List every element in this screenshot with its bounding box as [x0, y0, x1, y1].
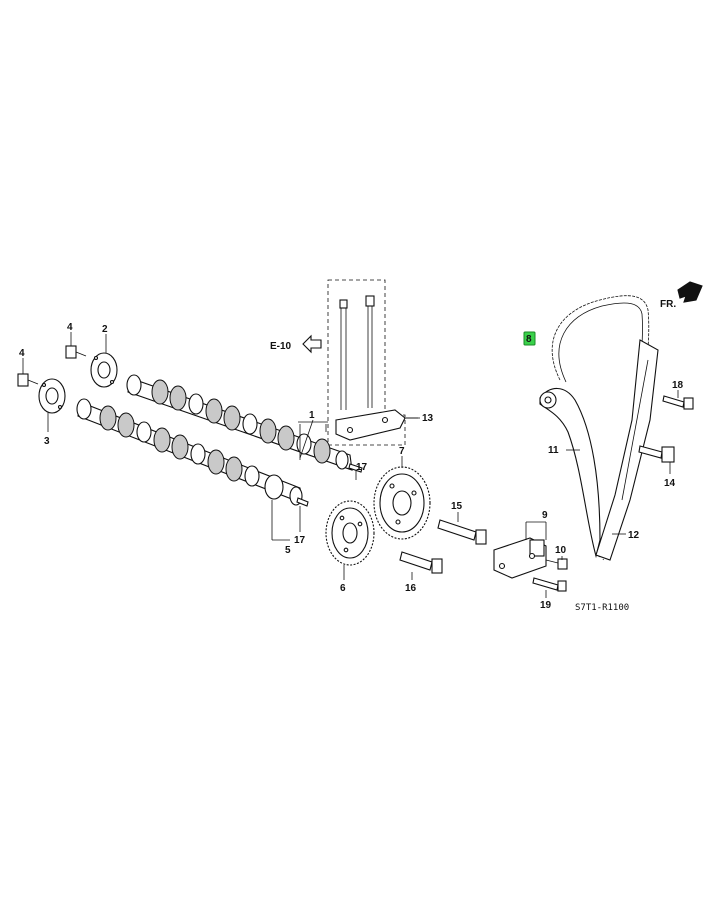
callout-17-lower: 17 [294, 535, 306, 546]
callout-14: 14 [664, 478, 676, 489]
front-direction-arrow: FR. [660, 281, 703, 310]
chain-tensioner [493, 537, 547, 579]
callout-8: 8 [526, 334, 532, 345]
callout-16: 16 [405, 583, 417, 594]
callout-17-upper: 17 [356, 462, 368, 473]
callout-4-upper: 4 [67, 322, 73, 333]
pulser-plate-upper [90, 352, 118, 388]
callout-18: 18 [672, 380, 684, 391]
direction-label: FR. [660, 299, 676, 310]
camshaft-upper [126, 374, 353, 471]
callout-7: 7 [399, 446, 405, 457]
bolt-16 [399, 551, 443, 574]
callout-19: 19 [540, 600, 552, 611]
callout-9: 9 [542, 510, 548, 521]
callout-2: 2 [102, 324, 108, 335]
callout-6: 6 [340, 583, 346, 594]
callout-13: 13 [422, 413, 434, 424]
callout-8-highlight [523, 331, 536, 346]
bolt-upper-left [65, 345, 87, 359]
vtc-actuator-sprocket [373, 466, 431, 540]
chain-guide [595, 339, 659, 561]
exhaust-sprocket [325, 500, 375, 566]
callout-5: 5 [285, 545, 291, 556]
bolt-19 [532, 577, 567, 592]
callout-15: 15 [451, 501, 463, 512]
dowel-pins [296, 463, 363, 507]
tensioner-arm [539, 387, 601, 559]
bolt-10 [545, 558, 568, 570]
bolt-18 [662, 395, 694, 410]
ref-label: E-10 [270, 341, 292, 352]
callout-10: 10 [555, 545, 567, 556]
callout-3: 3 [44, 436, 50, 447]
bolt-15 [437, 519, 487, 545]
diagram-code: S7T1-R1100 [575, 603, 629, 613]
callouts: 1 2 3 4 4 5 6 7 8 9 10 11 12 13 14 15 16… [19, 322, 684, 611]
callout-12: 12 [628, 530, 640, 541]
pulser-plate-lower [38, 378, 66, 414]
reference-arrow: E-10 [270, 334, 322, 354]
bolt-14 [638, 445, 675, 463]
leader-lines [22, 332, 679, 598]
camshaft-holder-bracket [335, 409, 418, 441]
camshaft-lower [76, 398, 303, 506]
long-bolts [339, 295, 375, 410]
callout-4-lower: 4 [19, 348, 25, 359]
callout-11: 11 [548, 445, 559, 456]
callout-1: 1 [309, 410, 315, 421]
bolt-lower-left [17, 373, 39, 387]
